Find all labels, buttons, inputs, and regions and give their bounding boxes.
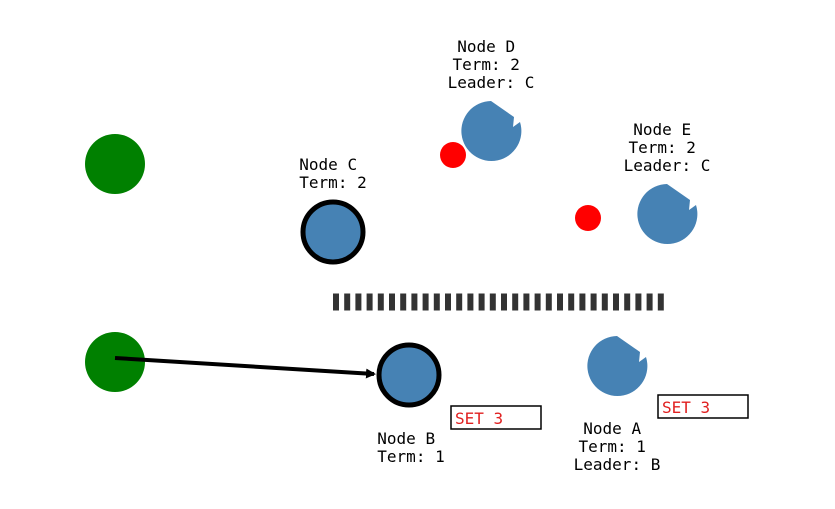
node-a-name: Node A <box>583 419 641 438</box>
node-b-name: Node B <box>377 429 435 448</box>
client-top-icon <box>85 134 145 194</box>
node-d-label: Node D Term: 2 Leader: C <box>448 37 535 92</box>
message-to-e <box>575 205 601 231</box>
node-a-circle <box>587 336 648 396</box>
node-b-circle <box>376 342 442 408</box>
node-e-circle <box>637 184 698 244</box>
node-c-name: Node C <box>299 155 357 174</box>
node-c-term: Term: 2 <box>299 173 366 192</box>
node-a-term: Term: 1 <box>578 437 645 456</box>
node-b-log-entry: SET 3 <box>450 405 542 430</box>
node-d-name: Node D <box>457 37 515 56</box>
node-b-term: Term: 1 <box>377 447 444 466</box>
client-bottom-icon <box>85 332 145 392</box>
node-a-label: Node A Term: 1 Leader: B <box>574 419 661 474</box>
node-e-name: Node E <box>633 120 691 139</box>
node-b-label: Node B Term: 1 <box>377 429 444 466</box>
node-a-leader: Leader: B <box>574 455 661 474</box>
node-c-label: Node C Term: 2 <box>299 155 366 192</box>
node-d-leader: Leader: C <box>448 73 535 92</box>
client-request-arrow <box>114 356 376 379</box>
node-c-circle <box>300 199 366 265</box>
node-d-term: Term: 2 <box>452 55 519 74</box>
node-e-label: Node E Term: 2 Leader: C <box>624 120 711 175</box>
node-e-term: Term: 2 <box>628 138 695 157</box>
node-a-log-text: SET 3 <box>662 398 710 417</box>
node-e-leader: Leader: C <box>624 156 711 175</box>
node-d-circle <box>461 101 522 161</box>
message-to-d <box>440 142 466 168</box>
node-a-log-entry: SET 3 <box>657 394 749 419</box>
node-b-log-text: SET 3 <box>455 409 503 428</box>
